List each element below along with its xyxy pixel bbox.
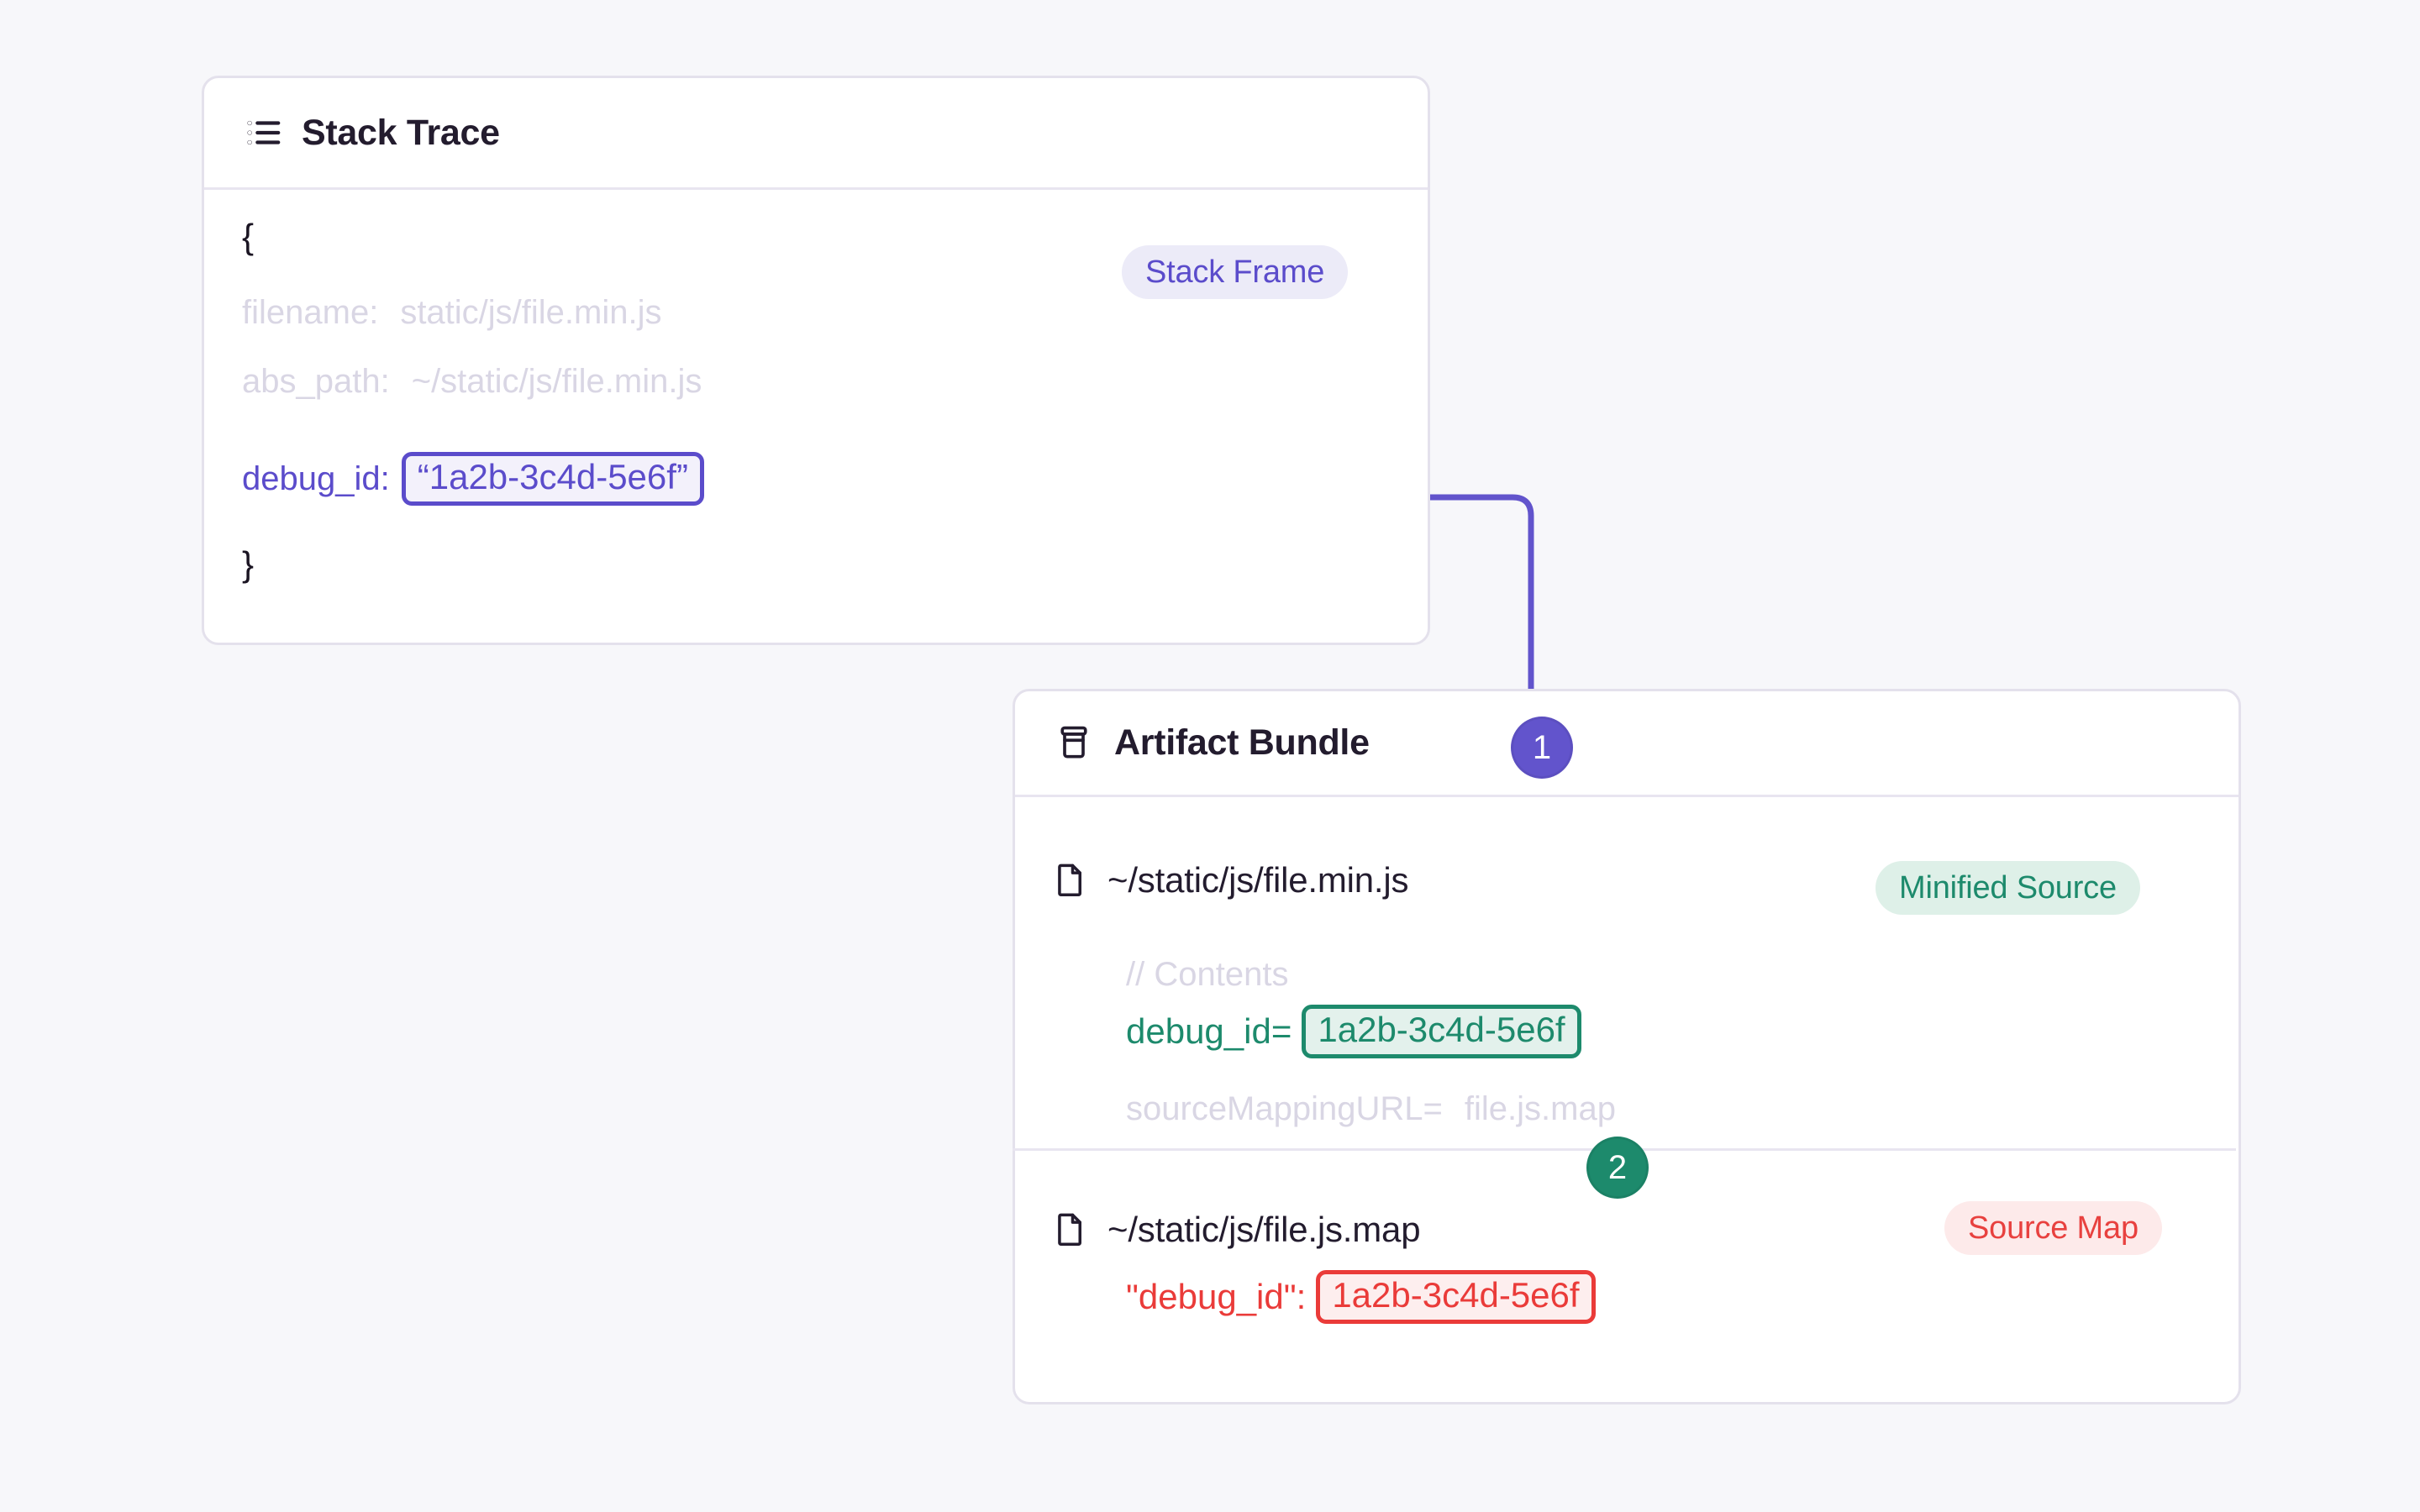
minified-source-badge: Minified Source: [1876, 861, 2140, 915]
stack-row-filename: filename: static/js/file.min.js: [242, 294, 661, 332]
package-icon: [1055, 724, 1094, 763]
source-mapping-url-key: sourceMappingURL=: [1126, 1090, 1443, 1127]
minified-contents-comment: // Contents: [1126, 956, 1289, 993]
artifact-file-row-minified[interactable]: ~/static/js/file.min.js: [1052, 858, 1409, 902]
artifact-file-path-sourcemap: ~/static/js/file.js.map: [1107, 1210, 1421, 1249]
list-icon: [245, 113, 283, 152]
artifact-bundle-title: Artifact Bundle: [1114, 722, 1370, 763]
stack-row-debug-id-key: debug_id:: [242, 459, 390, 497]
stack-trace-card: Stack Trace: [202, 76, 1430, 645]
stack-trace-title: Stack Trace: [302, 112, 500, 153]
json-close-brace: }: [242, 544, 255, 584]
file-icon: [1052, 858, 1089, 902]
minified-debug-id-key: debug_id=: [1126, 1011, 1292, 1051]
stack-trace-debug-id-value[interactable]: “1a2b-3c4d-5e6f”: [401, 452, 704, 506]
sourcemap-debug-id-key: "debug_id":: [1126, 1277, 1307, 1316]
source-mapping-url-row: sourceMappingURL= file.js.map: [1126, 1090, 1616, 1128]
stack-row-filename-key: filename:: [242, 294, 379, 331]
source-map-badge: Source Map: [1944, 1201, 2162, 1255]
stack-frame-badge: Stack Frame: [1122, 245, 1349, 299]
file-icon: [1052, 1208, 1089, 1252]
artifact-file-row-sourcemap[interactable]: ~/static/js/file.js.map: [1052, 1208, 1421, 1252]
step-badge-1: 1: [1511, 717, 1573, 779]
stack-row-abs-path: abs_path: ~/static/js/file.min.js: [242, 363, 702, 401]
artifact-file-path-minified: ~/static/js/file.min.js: [1107, 860, 1409, 900]
source-map-debug-id-value[interactable]: 1a2b-3c4d-5e6f: [1316, 1270, 1596, 1324]
stack-row-debug-id[interactable]: debug_id: “1a2b-3c4d-5e6f”: [242, 452, 704, 506]
minified-source-debug-id-value[interactable]: 1a2b-3c4d-5e6f: [1302, 1005, 1581, 1058]
source-mapping-url-value: file.js.map: [1464, 1090, 1616, 1127]
json-open-brace: {: [242, 217, 255, 256]
stack-trace-header: Stack Trace: [204, 78, 1428, 190]
minified-debug-id-row[interactable]: debug_id= 1a2b-3c4d-5e6f: [1126, 1005, 1581, 1058]
step-badge-2: 2: [1586, 1137, 1649, 1199]
sourcemap-debug-id-row[interactable]: "debug_id": 1a2b-3c4d-5e6f: [1126, 1270, 1596, 1324]
stack-row-filename-value: static/js/file.min.js: [400, 294, 662, 331]
stack-row-abs-path-value: ~/static/js/file.min.js: [411, 363, 702, 400]
stack-row-abs-path-key: abs_path:: [242, 363, 390, 400]
artifact-bundle-card: Artifact Bundle: [1013, 689, 2241, 1404]
artifact-bundle-header: Artifact Bundle: [1015, 691, 2238, 797]
